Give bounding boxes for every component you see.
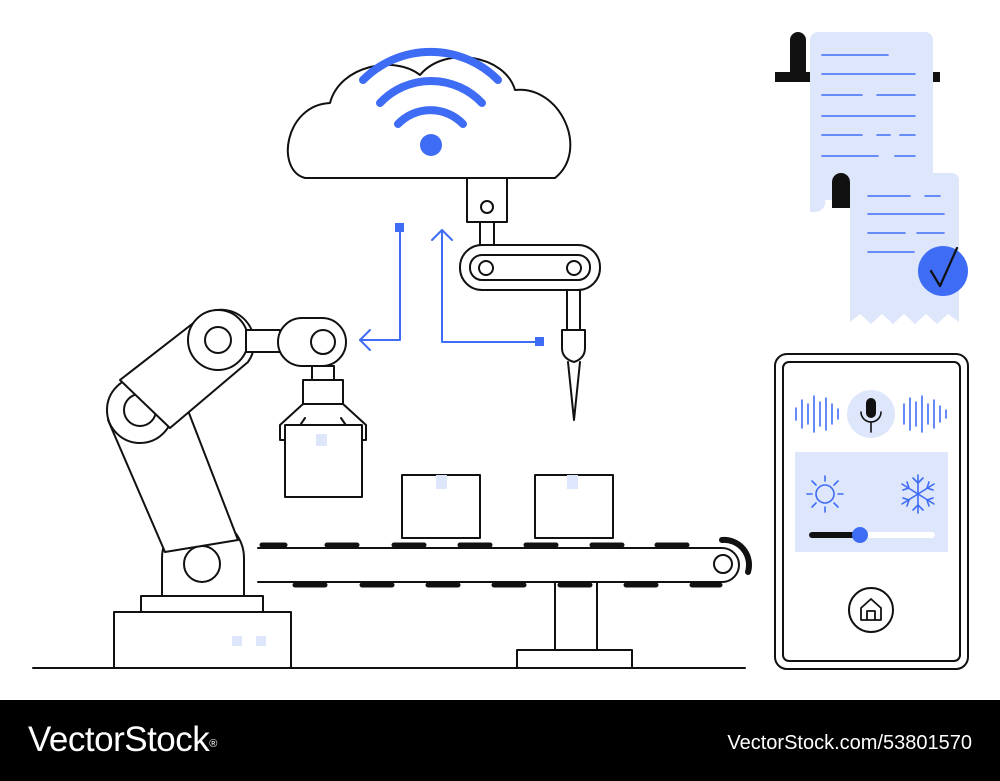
footer-bar: VectorStock® VectorStock.com/53801570 xyxy=(0,700,1000,781)
registered-mark: ® xyxy=(209,738,217,750)
cloud-icon xyxy=(286,56,572,179)
automation-illustration xyxy=(32,32,969,670)
smartphone-icon xyxy=(774,353,969,670)
wifi-icon xyxy=(359,47,502,156)
conveyor-belt-icon xyxy=(257,474,753,669)
voice-waveform xyxy=(795,395,947,433)
brand-name: VectorStock xyxy=(28,720,210,759)
hanging-drill-tool xyxy=(459,177,601,421)
vectorstock-logo[interactable]: VectorStock® xyxy=(28,720,217,760)
receipt-scroll-icon xyxy=(775,32,959,324)
data-flow-arrows xyxy=(359,223,544,351)
home-icon[interactable] xyxy=(848,587,894,633)
microphone-icon[interactable] xyxy=(847,390,895,438)
slider-knob[interactable] xyxy=(852,527,868,543)
snowflake-icon[interactable] xyxy=(901,474,935,514)
checkmark-badge-icon xyxy=(918,246,968,296)
sun-icon[interactable] xyxy=(806,475,844,513)
stock-id-link[interactable]: VectorStock.com/53801570 xyxy=(727,732,972,754)
temperature-slider[interactable] xyxy=(809,527,935,543)
robotic-arm-icon xyxy=(106,308,367,669)
